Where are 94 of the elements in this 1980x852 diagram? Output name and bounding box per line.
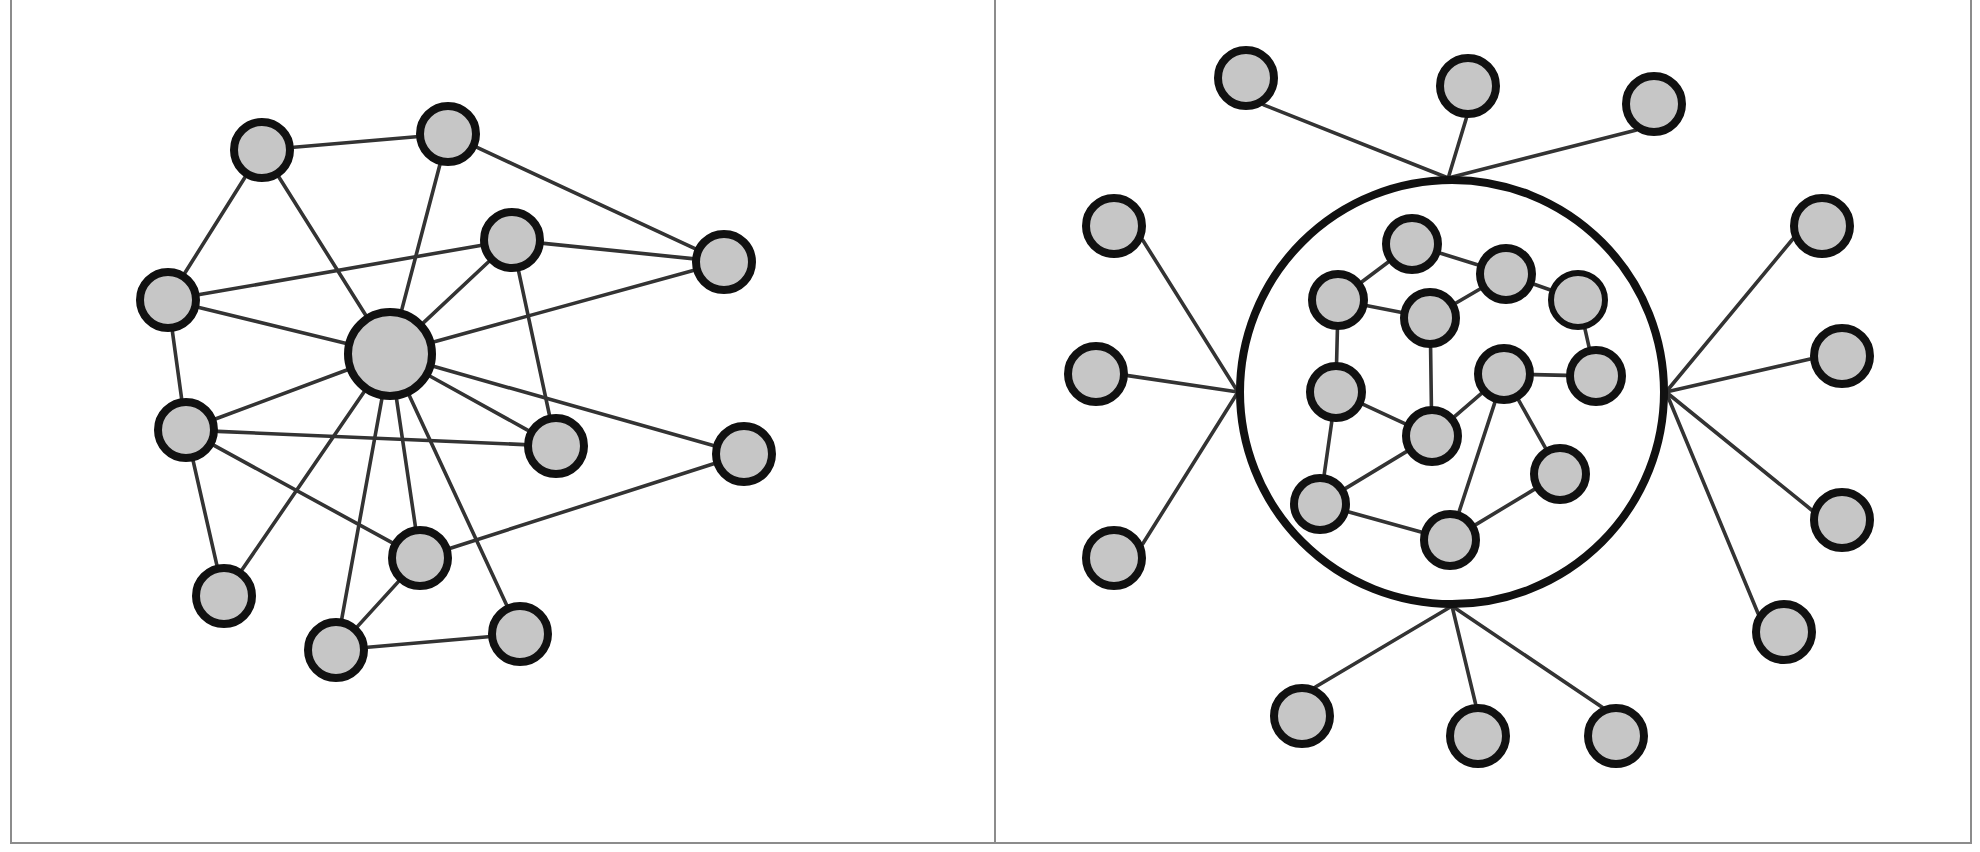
connector-line: [1365, 304, 1403, 314]
connector-line: [212, 443, 394, 545]
connector-line: [366, 635, 490, 649]
connector-line: [1313, 604, 1454, 689]
connector-line: [475, 145, 697, 251]
connector-line: [1583, 327, 1591, 349]
connector-line: [1438, 251, 1480, 267]
connector-line: [197, 305, 348, 345]
connector-line: [191, 459, 219, 567]
network-node: [1402, 406, 1462, 466]
connector-line: [1532, 282, 1552, 292]
network-node: [524, 414, 588, 478]
network-node: [480, 208, 544, 272]
connector-line: [1664, 357, 1812, 394]
network-node: [1810, 488, 1874, 552]
connector-line: [516, 269, 552, 417]
connector-line: [1450, 604, 1478, 706]
network-node: [136, 268, 200, 332]
network-node: [1420, 510, 1480, 570]
network-node: [1064, 342, 1128, 406]
connector-line: [1454, 287, 1482, 305]
network-node: [1584, 704, 1648, 768]
connector-line: [1361, 402, 1407, 426]
connector-line: [355, 579, 401, 629]
connector-line: [197, 243, 483, 297]
network-node: [1790, 194, 1854, 258]
connector-line: [394, 397, 418, 529]
connector-line: [1126, 373, 1240, 394]
network-node: [1474, 344, 1534, 404]
connector-line: [400, 163, 442, 312]
connector-line: [1428, 346, 1434, 408]
connector-line: [1360, 260, 1390, 284]
connector-line: [292, 135, 418, 149]
connector-line: [542, 241, 694, 261]
connector-line: [1664, 390, 1814, 512]
connector-line: [216, 429, 526, 447]
network-node: [1290, 474, 1350, 534]
connector-line: [214, 368, 349, 421]
network-node: [1446, 704, 1510, 768]
network-node: [1622, 72, 1686, 136]
network-node: [304, 618, 368, 682]
network-node: [1082, 526, 1146, 590]
cluster-ring: [1236, 176, 1668, 608]
connector-line: [1516, 398, 1548, 450]
connector-line: [407, 394, 509, 607]
connector-line: [1141, 238, 1240, 394]
network-node: [154, 398, 218, 462]
network-node: [1308, 270, 1368, 330]
connector-line: [183, 175, 247, 275]
connector-line: [1664, 390, 1760, 615]
connector-line: [1453, 391, 1483, 419]
connector-line: [1450, 604, 1604, 709]
connector-line: [1343, 449, 1409, 491]
connector-line: [1532, 372, 1568, 378]
connector-line: [1347, 510, 1423, 534]
network-node: [1752, 600, 1816, 664]
connector-line: [240, 390, 366, 572]
connector-line: [1322, 419, 1334, 477]
connector-line: [340, 397, 384, 621]
network-node: [1082, 194, 1146, 258]
network-node: [1436, 54, 1500, 118]
network-node: [1548, 270, 1608, 330]
network-node: [192, 564, 256, 628]
connector-line: [1141, 390, 1240, 546]
connector-line: [1664, 237, 1795, 394]
network-node: [388, 526, 452, 590]
connector-line: [428, 374, 530, 433]
connector-line: [1334, 328, 1340, 364]
network-node: [1530, 444, 1590, 504]
network-node: [1382, 214, 1442, 274]
connector-line: [432, 364, 715, 448]
network-node: [1476, 244, 1536, 304]
connector-line: [1261, 103, 1450, 180]
connector-line: [432, 268, 695, 344]
network-node: [1214, 46, 1278, 110]
connector-line: [277, 175, 368, 317]
network-node: [692, 230, 756, 294]
connector-line: [1474, 487, 1536, 527]
connector-line: [448, 462, 716, 550]
network-node: [416, 102, 480, 166]
network-node: [712, 422, 776, 486]
connector-line: [1446, 128, 1638, 180]
connector-line: [1457, 400, 1497, 514]
connector-line: [170, 329, 184, 401]
connector-line: [1446, 116, 1469, 180]
network-node: [1270, 684, 1334, 748]
connector-line: [421, 260, 491, 325]
network-node: [1810, 324, 1874, 388]
network-node: [1566, 346, 1626, 406]
network-node: [230, 118, 294, 182]
hub-node: [344, 308, 436, 400]
network-node: [488, 602, 552, 666]
network-node: [1400, 288, 1460, 348]
network-node: [1306, 362, 1366, 422]
